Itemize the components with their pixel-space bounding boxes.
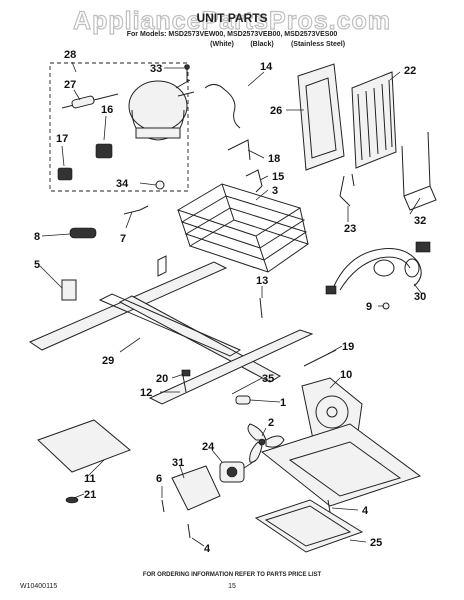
callout-12: 12 [140, 387, 152, 399]
callout-35: 35 [262, 373, 274, 385]
variant-black: (Black) [250, 41, 273, 48]
variant-white: (White) [210, 41, 234, 48]
callout-18: 18 [268, 153, 280, 165]
variant-stainless: (Stainless Steel) [291, 41, 345, 48]
callout-9: 9 [366, 301, 372, 313]
start-device-part [57, 167, 73, 181]
callout-19: 19 [342, 341, 354, 353]
tube-15 [245, 169, 263, 193]
part-20 [181, 369, 191, 377]
callout-13: 13 [256, 275, 268, 287]
screw-33 [184, 64, 190, 82]
callout-31: 31 [172, 457, 184, 469]
callout-7: 7 [120, 233, 126, 245]
wire-harness [325, 241, 431, 295]
callout-17: 17 [56, 133, 68, 145]
callout-26: 26 [270, 105, 282, 117]
callout-5: 5 [34, 259, 40, 271]
fan-blade [247, 423, 285, 463]
callout-32: 32 [414, 215, 426, 227]
evaporator [351, 71, 397, 187]
leader-lines [39, 61, 423, 547]
callout-22: 22 [404, 65, 416, 77]
motor-bracket [171, 465, 221, 511]
callouts: 28 27 16 17 33 34 14 18 15 3 26 22 32 23… [34, 49, 426, 555]
callout-21: 21 [84, 489, 96, 501]
callout-4-upper: 4 [362, 505, 369, 517]
tube-14 [204, 84, 241, 129]
watermark: AppliancePartsPros.com [73, 7, 391, 35]
callout-6: 6 [156, 473, 162, 485]
callout-29: 29 [102, 355, 114, 367]
heater-tubes [401, 131, 437, 211]
screw-13 [259, 297, 263, 319]
screw-4-lower [187, 523, 191, 539]
evaporator-cover [297, 63, 345, 171]
callout-10: 10 [340, 369, 352, 381]
callout-2: 2 [268, 417, 274, 429]
condenser-coil [176, 183, 310, 273]
overload-part [95, 143, 113, 159]
tube-8 [69, 227, 97, 239]
callout-3: 3 [272, 185, 278, 197]
callout-1: 1 [280, 397, 286, 409]
callout-20: 20 [156, 373, 168, 385]
callout-27: 27 [64, 79, 76, 91]
relay-part [61, 93, 119, 109]
callout-25: 25 [370, 537, 382, 549]
callout-23: 23 [344, 223, 356, 235]
cover-plate [37, 419, 131, 473]
callout-33: 33 [150, 63, 162, 75]
callout-30: 30 [414, 291, 426, 303]
base-frame [28, 255, 314, 405]
footer-page-number: 15 [228, 583, 236, 590]
screw-6 [161, 499, 165, 513]
footer-note: FOR ORDERING INFORMATION REFER TO PARTS … [143, 572, 322, 578]
bracket-23 [339, 175, 351, 207]
footer-doc-id: W10400115 [20, 583, 57, 590]
screw-4-upper [327, 499, 331, 513]
callout-15: 15 [272, 171, 284, 183]
plug-1 [235, 395, 251, 405]
callout-16: 16 [101, 104, 113, 116]
callout-34: 34 [116, 178, 129, 190]
fan-motor [219, 459, 257, 483]
tube-18 [227, 139, 251, 161]
page-title: UNIT PARTS [196, 11, 267, 25]
callout-11: 11 [84, 473, 96, 485]
foot-21 [65, 496, 79, 504]
callout-28: 28 [64, 49, 76, 61]
grommet-34 [155, 180, 165, 190]
callout-14: 14 [260, 61, 273, 73]
model-line: For Models: MSD2573VEW00, MSD2573VEB00, … [127, 31, 338, 38]
callout-4-lower: 4 [204, 543, 211, 555]
callout-24: 24 [202, 441, 215, 453]
compressor [128, 79, 195, 141]
callout-8: 8 [34, 231, 40, 243]
base-pan [260, 423, 422, 507]
drain-pan [254, 499, 364, 553]
wire-7 [123, 205, 149, 215]
